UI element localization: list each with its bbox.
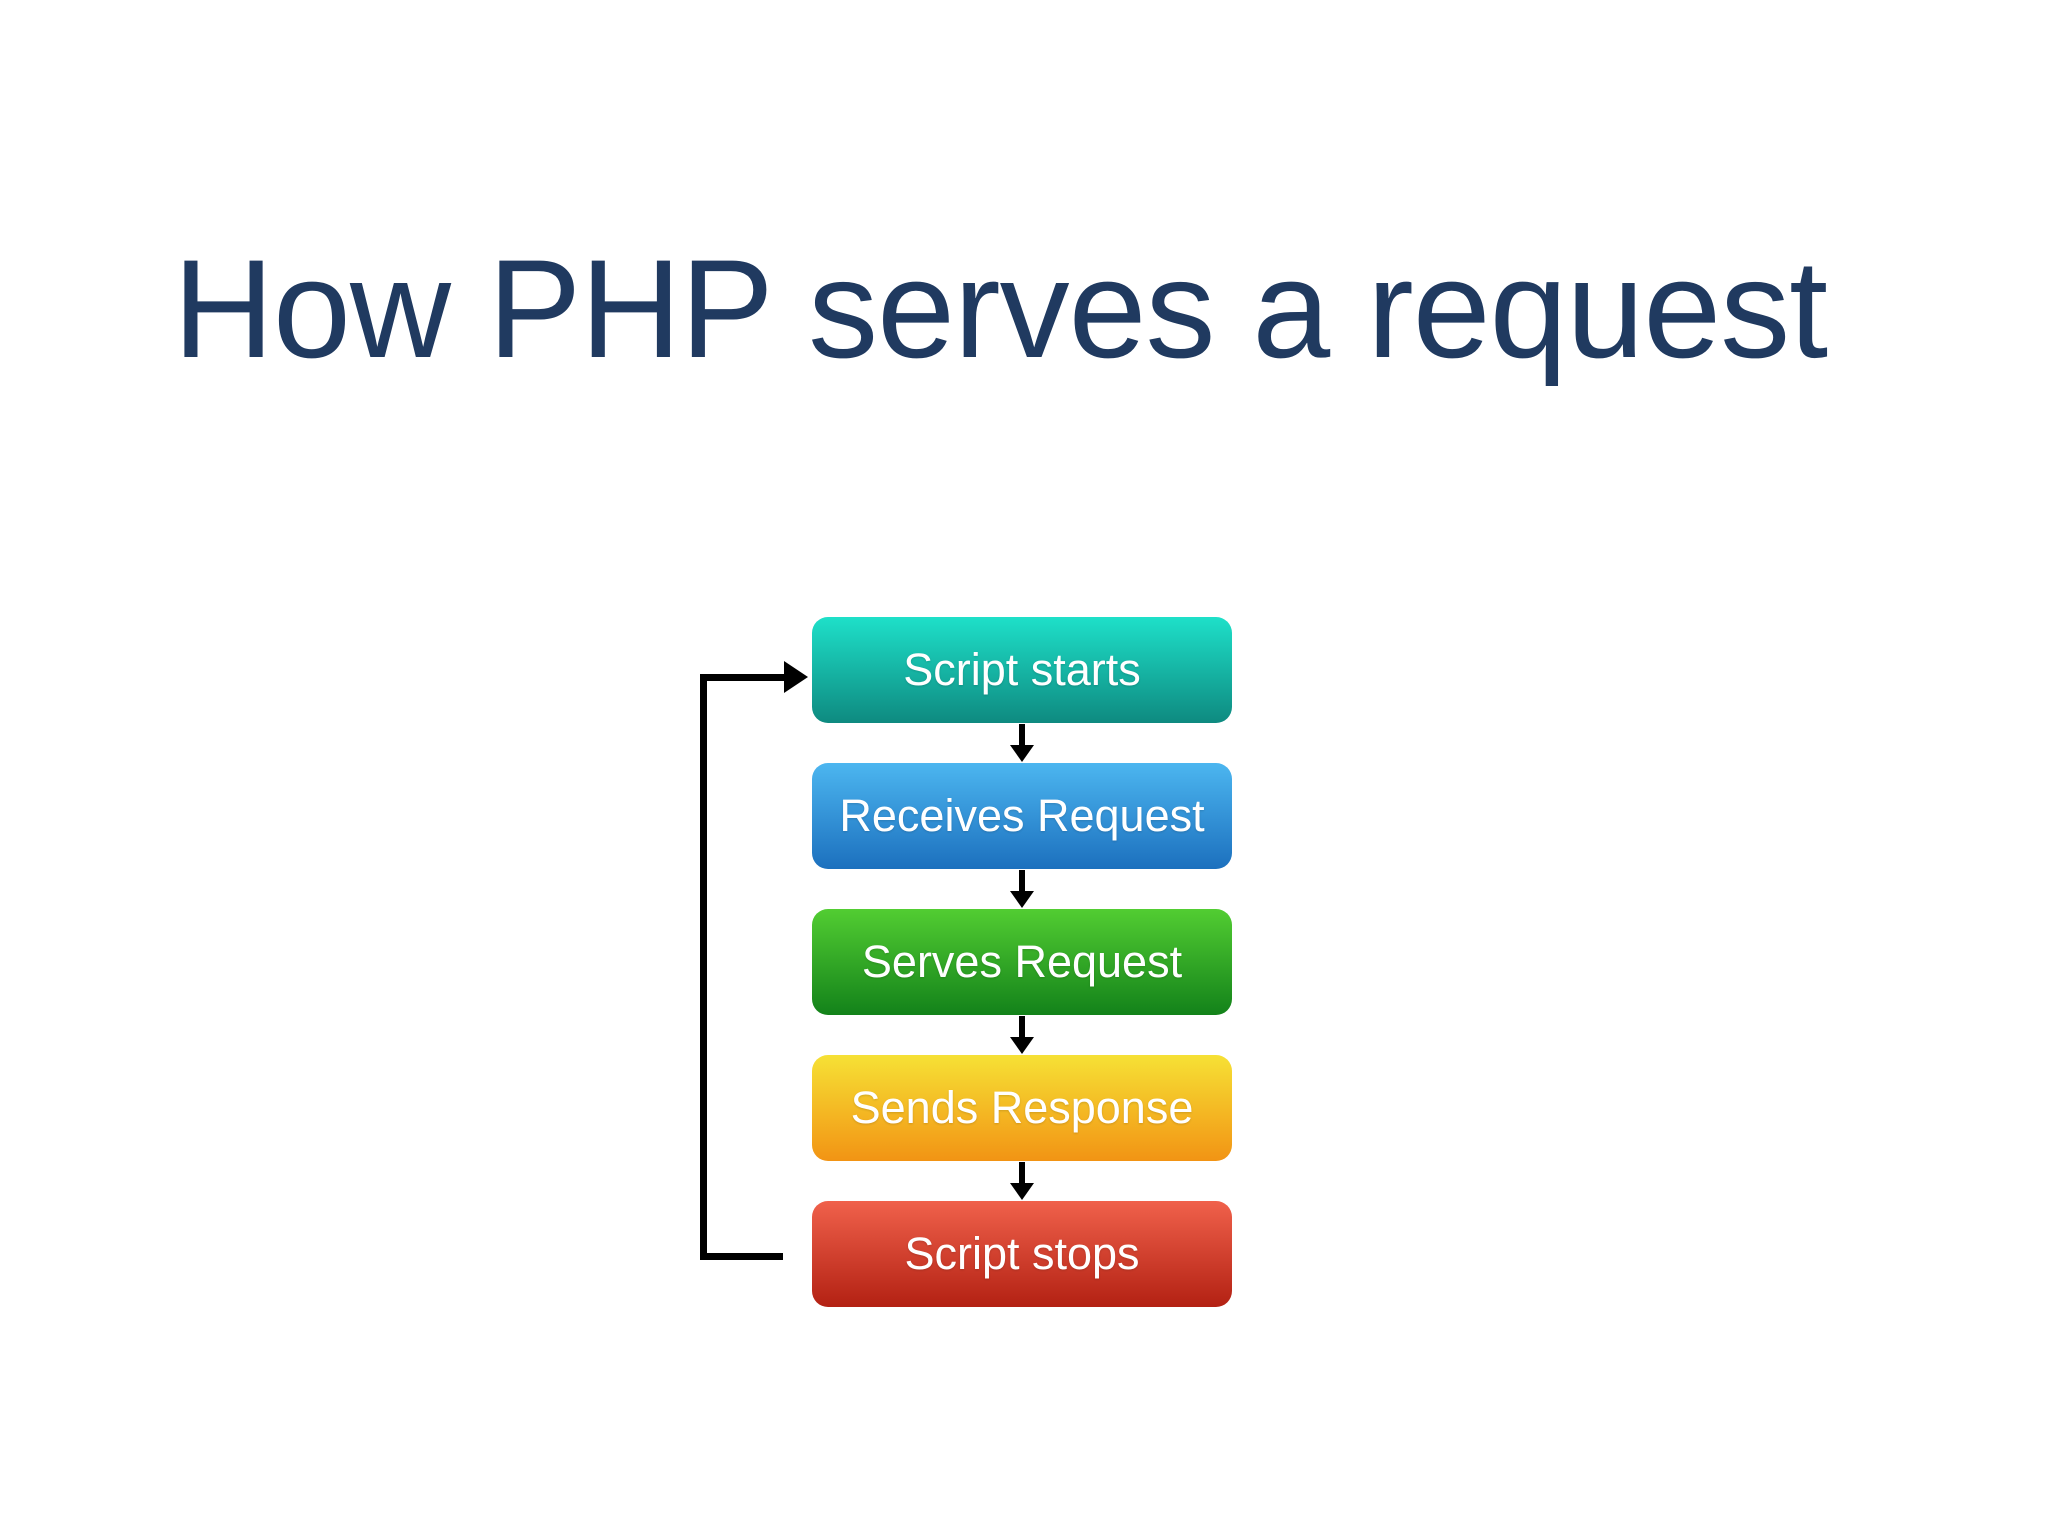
- page-title: How PHP serves a request: [172, 230, 1828, 387]
- arrow-line: [1019, 724, 1025, 745]
- loop-bottom-segment: [700, 1253, 783, 1260]
- loop-top-segment: [700, 674, 786, 681]
- loop-arrow-head: [784, 661, 808, 693]
- step-box-serves-request: Serves Request: [812, 909, 1232, 1015]
- step-box-script-stops: Script stops: [812, 1201, 1232, 1307]
- down-arrow-icon: [999, 724, 1045, 762]
- loop-vertical-segment: [700, 674, 707, 1260]
- down-arrow-icon: [999, 1016, 1045, 1054]
- arrow-line: [1019, 870, 1025, 891]
- arrow-head: [1010, 745, 1034, 762]
- step-label: Script starts: [903, 644, 1141, 695]
- down-arrow-icon: [999, 870, 1045, 908]
- step-box-receives-request: Receives Request: [812, 763, 1232, 869]
- arrow-line: [1019, 1162, 1025, 1183]
- arrow-head: [1010, 891, 1034, 908]
- step-box-script-starts: Script starts: [812, 617, 1232, 723]
- arrow-head: [1010, 1183, 1034, 1200]
- step-label: Receives Request: [839, 790, 1205, 841]
- arrow-line: [1019, 1016, 1025, 1037]
- step-label: Serves Request: [861, 936, 1183, 987]
- down-arrow-icon: [999, 1162, 1045, 1200]
- step-box-sends-response: Sends Response: [812, 1055, 1232, 1161]
- step-label: Script stops: [904, 1228, 1140, 1279]
- arrow-head: [1010, 1037, 1034, 1054]
- step-label: Sends Response: [850, 1082, 1194, 1133]
